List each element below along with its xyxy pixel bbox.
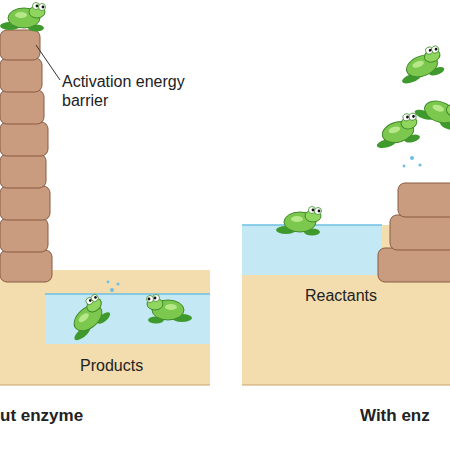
region-label: Products bbox=[80, 356, 200, 375]
leader-line bbox=[36, 45, 60, 80]
frog-icons-right bbox=[276, 44, 450, 235]
frog-icons-left bbox=[0, 3, 192, 344]
callout-label: Activation energy barrier bbox=[62, 72, 187, 110]
panel-caption: With enz bbox=[360, 406, 450, 425]
region-label: Reactants bbox=[305, 286, 425, 305]
left-ground bbox=[0, 270, 210, 385]
rock-low-barrier bbox=[378, 183, 450, 282]
rock-cliff bbox=[0, 30, 52, 282]
panel-caption: ut enzyme bbox=[0, 406, 140, 425]
